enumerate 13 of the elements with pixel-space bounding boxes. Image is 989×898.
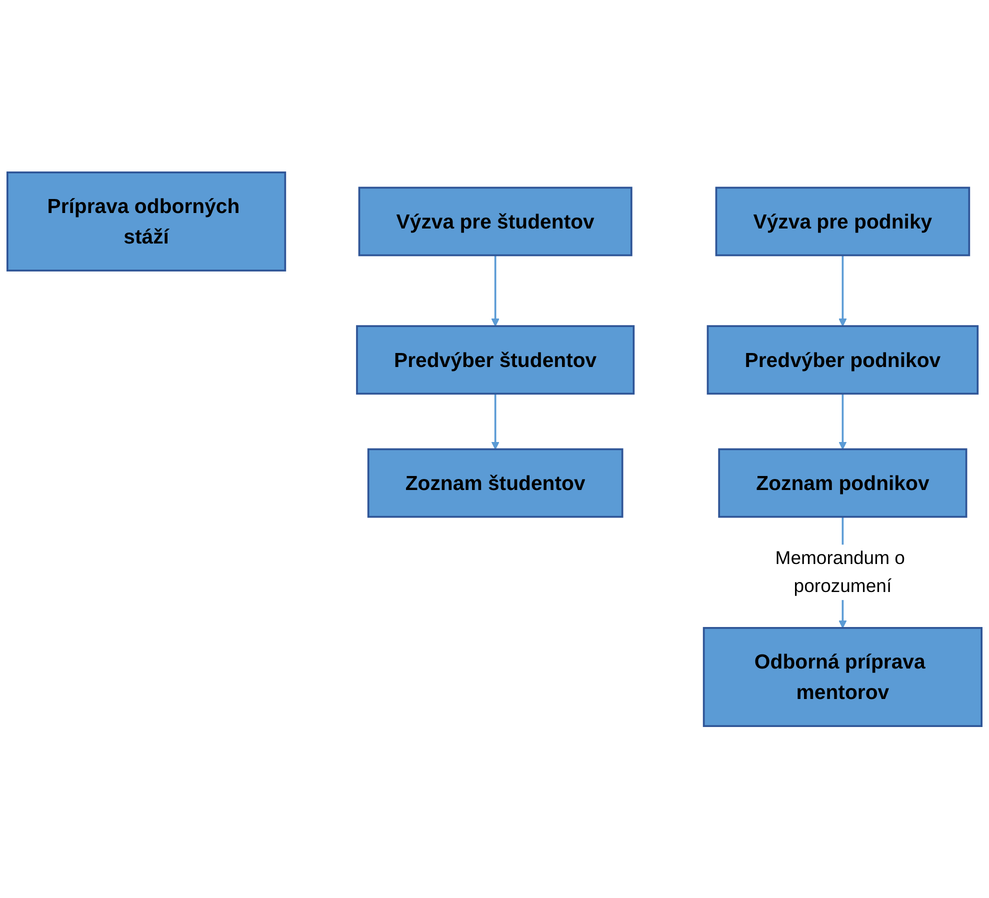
node-box: Výzva pre študentov	[358, 186, 632, 256]
arrow	[491, 393, 500, 450]
node-box: Príprava odborných stáží	[6, 171, 286, 272]
arrow	[491, 255, 500, 326]
edge-label: Memorandum o porozumení	[775, 548, 905, 596]
node-box: Odborná príprava mentorov	[702, 626, 982, 727]
arrow	[838, 255, 847, 326]
node-box: Zoznam podnikov	[718, 448, 968, 518]
node-box: Predvýber študentov	[356, 324, 635, 394]
node-box: Výzva pre podniky	[715, 186, 970, 256]
node-box: Predvýber podnikov	[706, 324, 979, 394]
arrow	[838, 393, 847, 450]
node-box: Zoznam študentov	[367, 448, 624, 518]
